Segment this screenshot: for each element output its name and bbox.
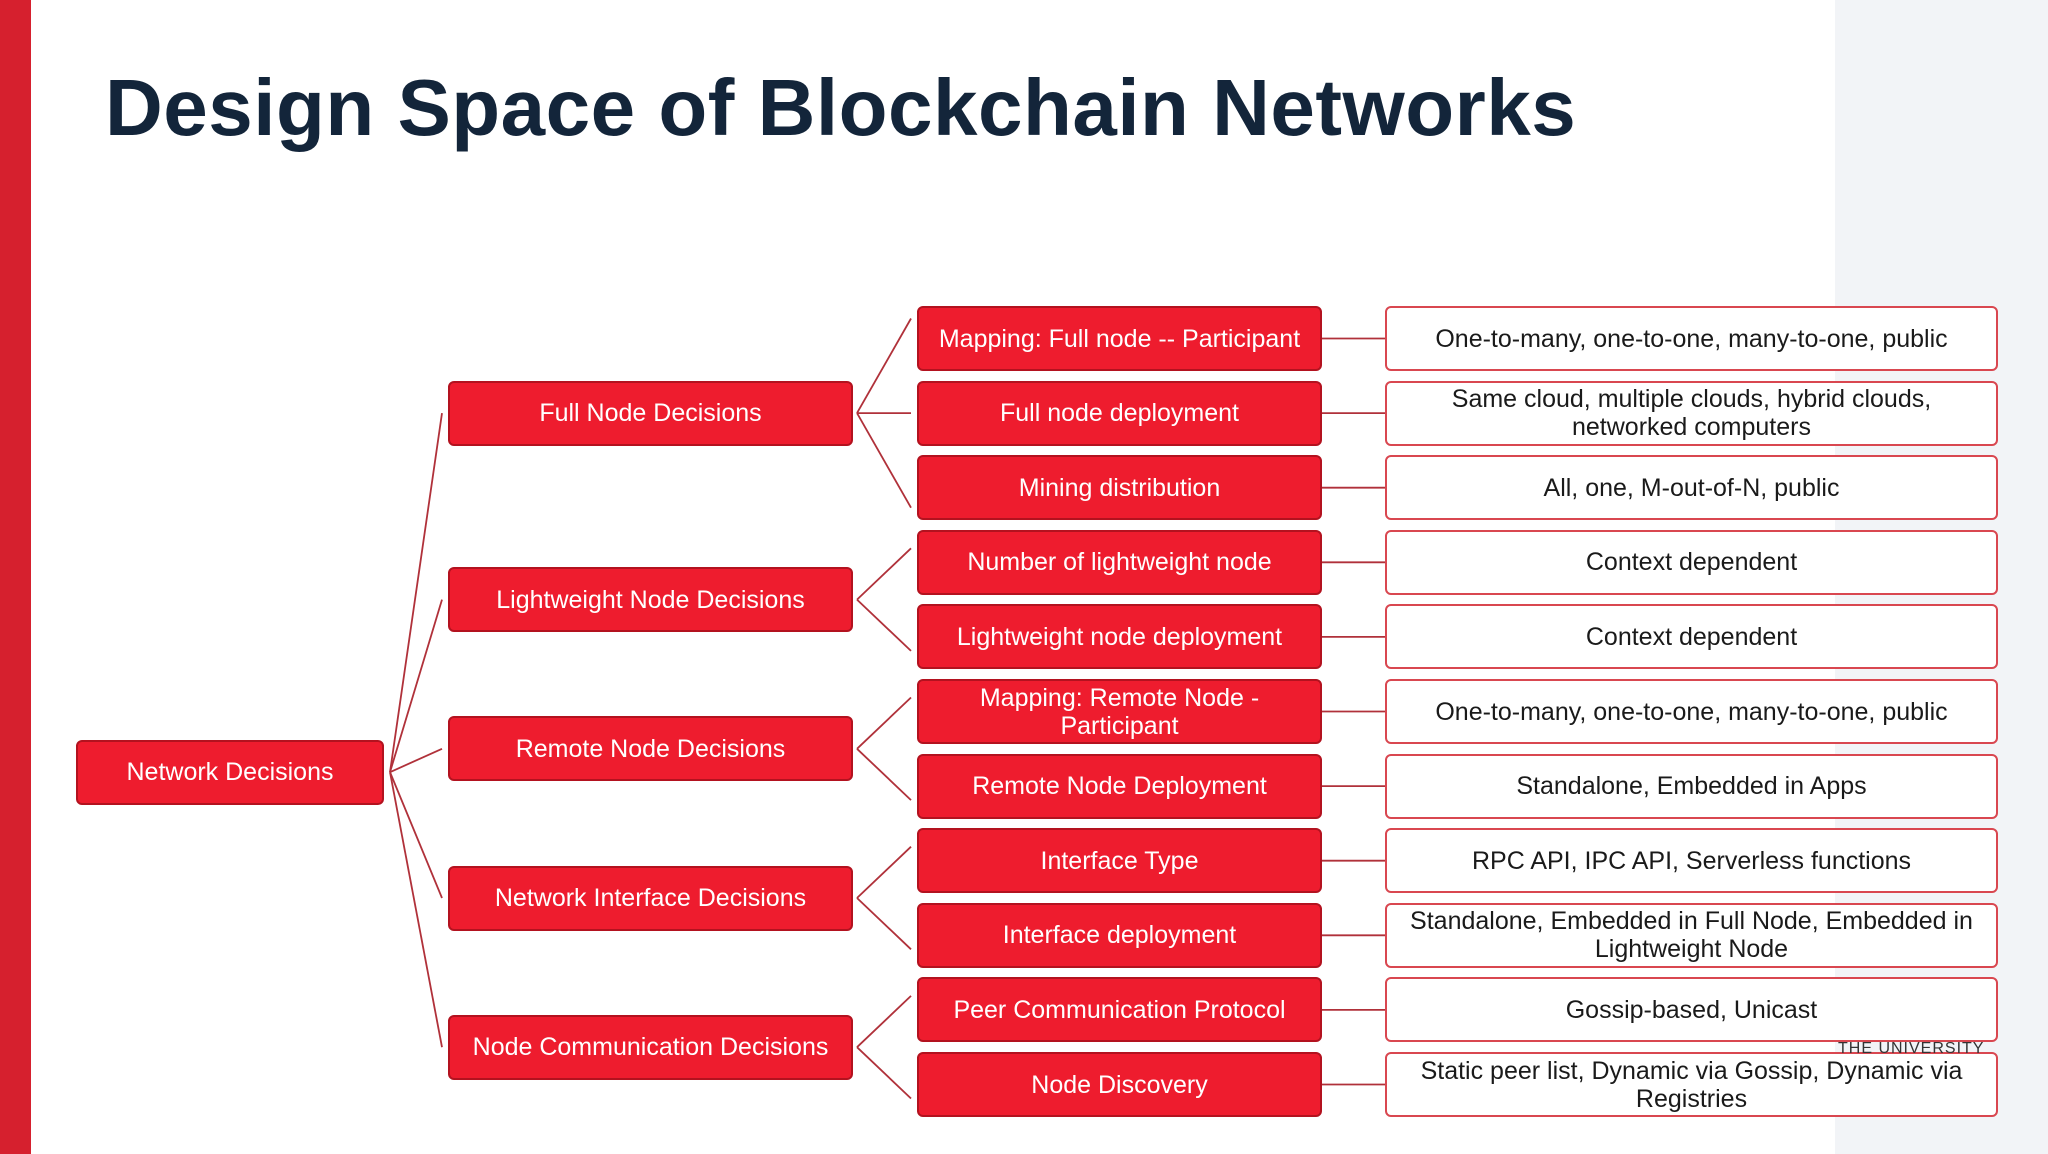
- values-node-discovery: Static peer list, Dynamic via Gossip, Dy…: [1385, 1052, 1998, 1117]
- university-watermark: THE UNIVERSITY: [1838, 1040, 1985, 1057]
- values-interface-type: RPC API, IPC API, Serverless functions: [1385, 828, 1998, 894]
- link-category-option: [856, 598, 912, 652]
- link-root-category: [389, 599, 443, 773]
- link-category-option: [856, 846, 912, 899]
- link-category-option: [856, 696, 912, 750]
- option-full-node-deployment: Full node deployment: [917, 380, 1322, 446]
- link-category-option: [856, 318, 912, 414]
- option-interface-type: Interface Type: [917, 828, 1322, 894]
- category-full-node-decisions: Full Node Decisions: [448, 380, 853, 446]
- option-number-of-lightweight-node: Number of lightweight node: [917, 529, 1322, 595]
- option-interface-deployment: Interface deployment: [917, 902, 1322, 968]
- option-node-discovery: Node Discovery: [917, 1052, 1322, 1117]
- values-full-node-deployment: Same cloud, multiple clouds, hybrid clou…: [1385, 380, 1998, 446]
- link-category-option: [856, 1046, 912, 1100]
- values-mapping-full-node-participant: One-to-many, one-to-one, many-to-one, pu…: [1385, 306, 1998, 371]
- category-network-interface-decisions: Network Interface Decisions: [448, 865, 853, 931]
- link-root-category: [389, 747, 443, 773]
- slide-title: Design Space of Blockchain Networks: [105, 63, 1577, 152]
- values-remote-node-deployment: Standalone, Embedded in Apps: [1385, 753, 1998, 819]
- category-node-communication-decisions: Node Communication Decisions: [448, 1014, 853, 1080]
- option-mapping-full-node-participant: Mapping: Full node -- Participant: [917, 306, 1322, 371]
- option-mapping-remote-node-participant: Mapping: Remote Node - Participant: [917, 679, 1322, 744]
- root-network-decisions: Network Decisions: [76, 739, 384, 805]
- values-number-of-lightweight-node: Context dependent: [1385, 529, 1998, 595]
- link-category-option: [856, 748, 912, 801]
- category-lightweight-node-decisions: Lightweight Node Decisions: [448, 567, 853, 633]
- option-lightweight-node-deployment: Lightweight node deployment: [917, 604, 1322, 670]
- link-category-option: [856, 547, 912, 601]
- values-interface-deployment: Standalone, Embedded in Full Node, Embed…: [1385, 902, 1998, 968]
- option-peer-communication-protocol: Peer Communication Protocol: [917, 977, 1322, 1043]
- accent-bar: [0, 0, 31, 1154]
- values-mapping-remote-node-participant: One-to-many, one-to-one, many-to-one, pu…: [1385, 679, 1998, 744]
- option-mining-distribution: Mining distribution: [917, 455, 1322, 521]
- link-root-category: [389, 412, 443, 773]
- category-remote-node-decisions: Remote Node Decisions: [448, 716, 853, 782]
- option-remote-node-deployment: Remote Node Deployment: [917, 753, 1322, 819]
- link-root-category: [389, 771, 443, 899]
- link-category-option: [856, 995, 912, 1048]
- values-lightweight-node-deployment: Context dependent: [1385, 604, 1998, 670]
- values-mining-distribution: All, one, M-out-of-N, public: [1385, 455, 1998, 521]
- values-peer-communication-protocol: Gossip-based, Unicast: [1385, 977, 1998, 1043]
- link-category-option: [856, 412, 912, 509]
- link-category-option: [856, 897, 912, 950]
- link-root-category: [389, 771, 443, 1048]
